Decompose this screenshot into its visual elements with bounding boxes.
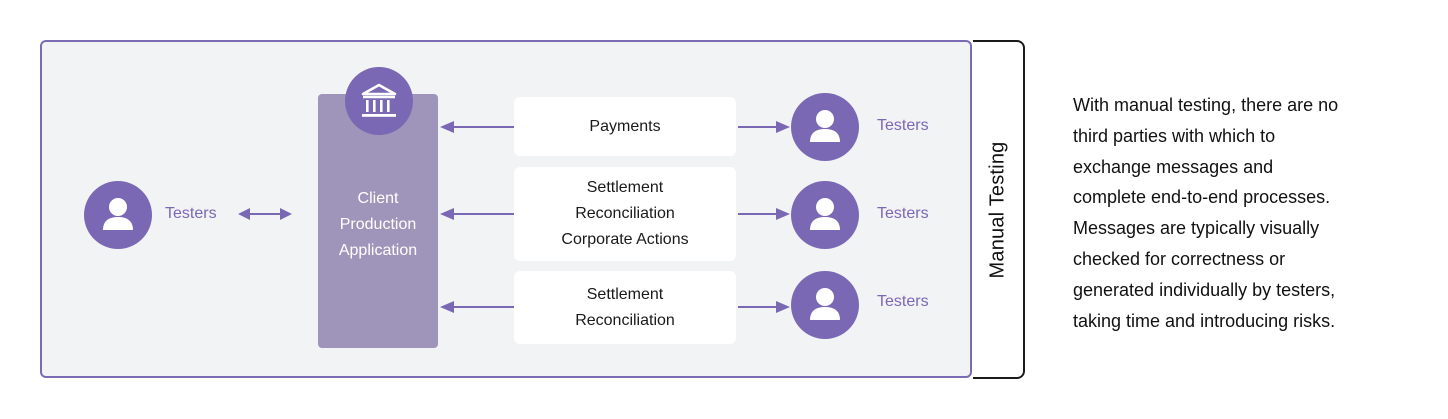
- testers-label-3: Testers: [877, 293, 929, 310]
- left-testers-label: Testers: [165, 205, 217, 222]
- message-box-settlement-reconciliation-corporate-actions: Settlement Reconciliation Corporate Acti…: [514, 167, 736, 261]
- bank-icon: [345, 67, 413, 135]
- message-box-payments: Payments: [514, 97, 736, 156]
- user-icon: [84, 181, 152, 249]
- manual-testing-tab: Manual Testing: [973, 40, 1025, 379]
- user-icon: [791, 93, 859, 161]
- user-icon: [791, 181, 859, 249]
- client-production-application-box: Client Production Application: [318, 94, 438, 348]
- message-box-settlement-reconciliation: Settlement Reconciliation: [514, 271, 736, 344]
- user-icon: [791, 271, 859, 339]
- application-label: Client Production Application: [338, 190, 418, 259]
- description-text: With manual testing, there are no third …: [1073, 95, 1339, 331]
- testers-label-2: Testers: [877, 205, 929, 222]
- testers-label-1: Testers: [877, 117, 929, 134]
